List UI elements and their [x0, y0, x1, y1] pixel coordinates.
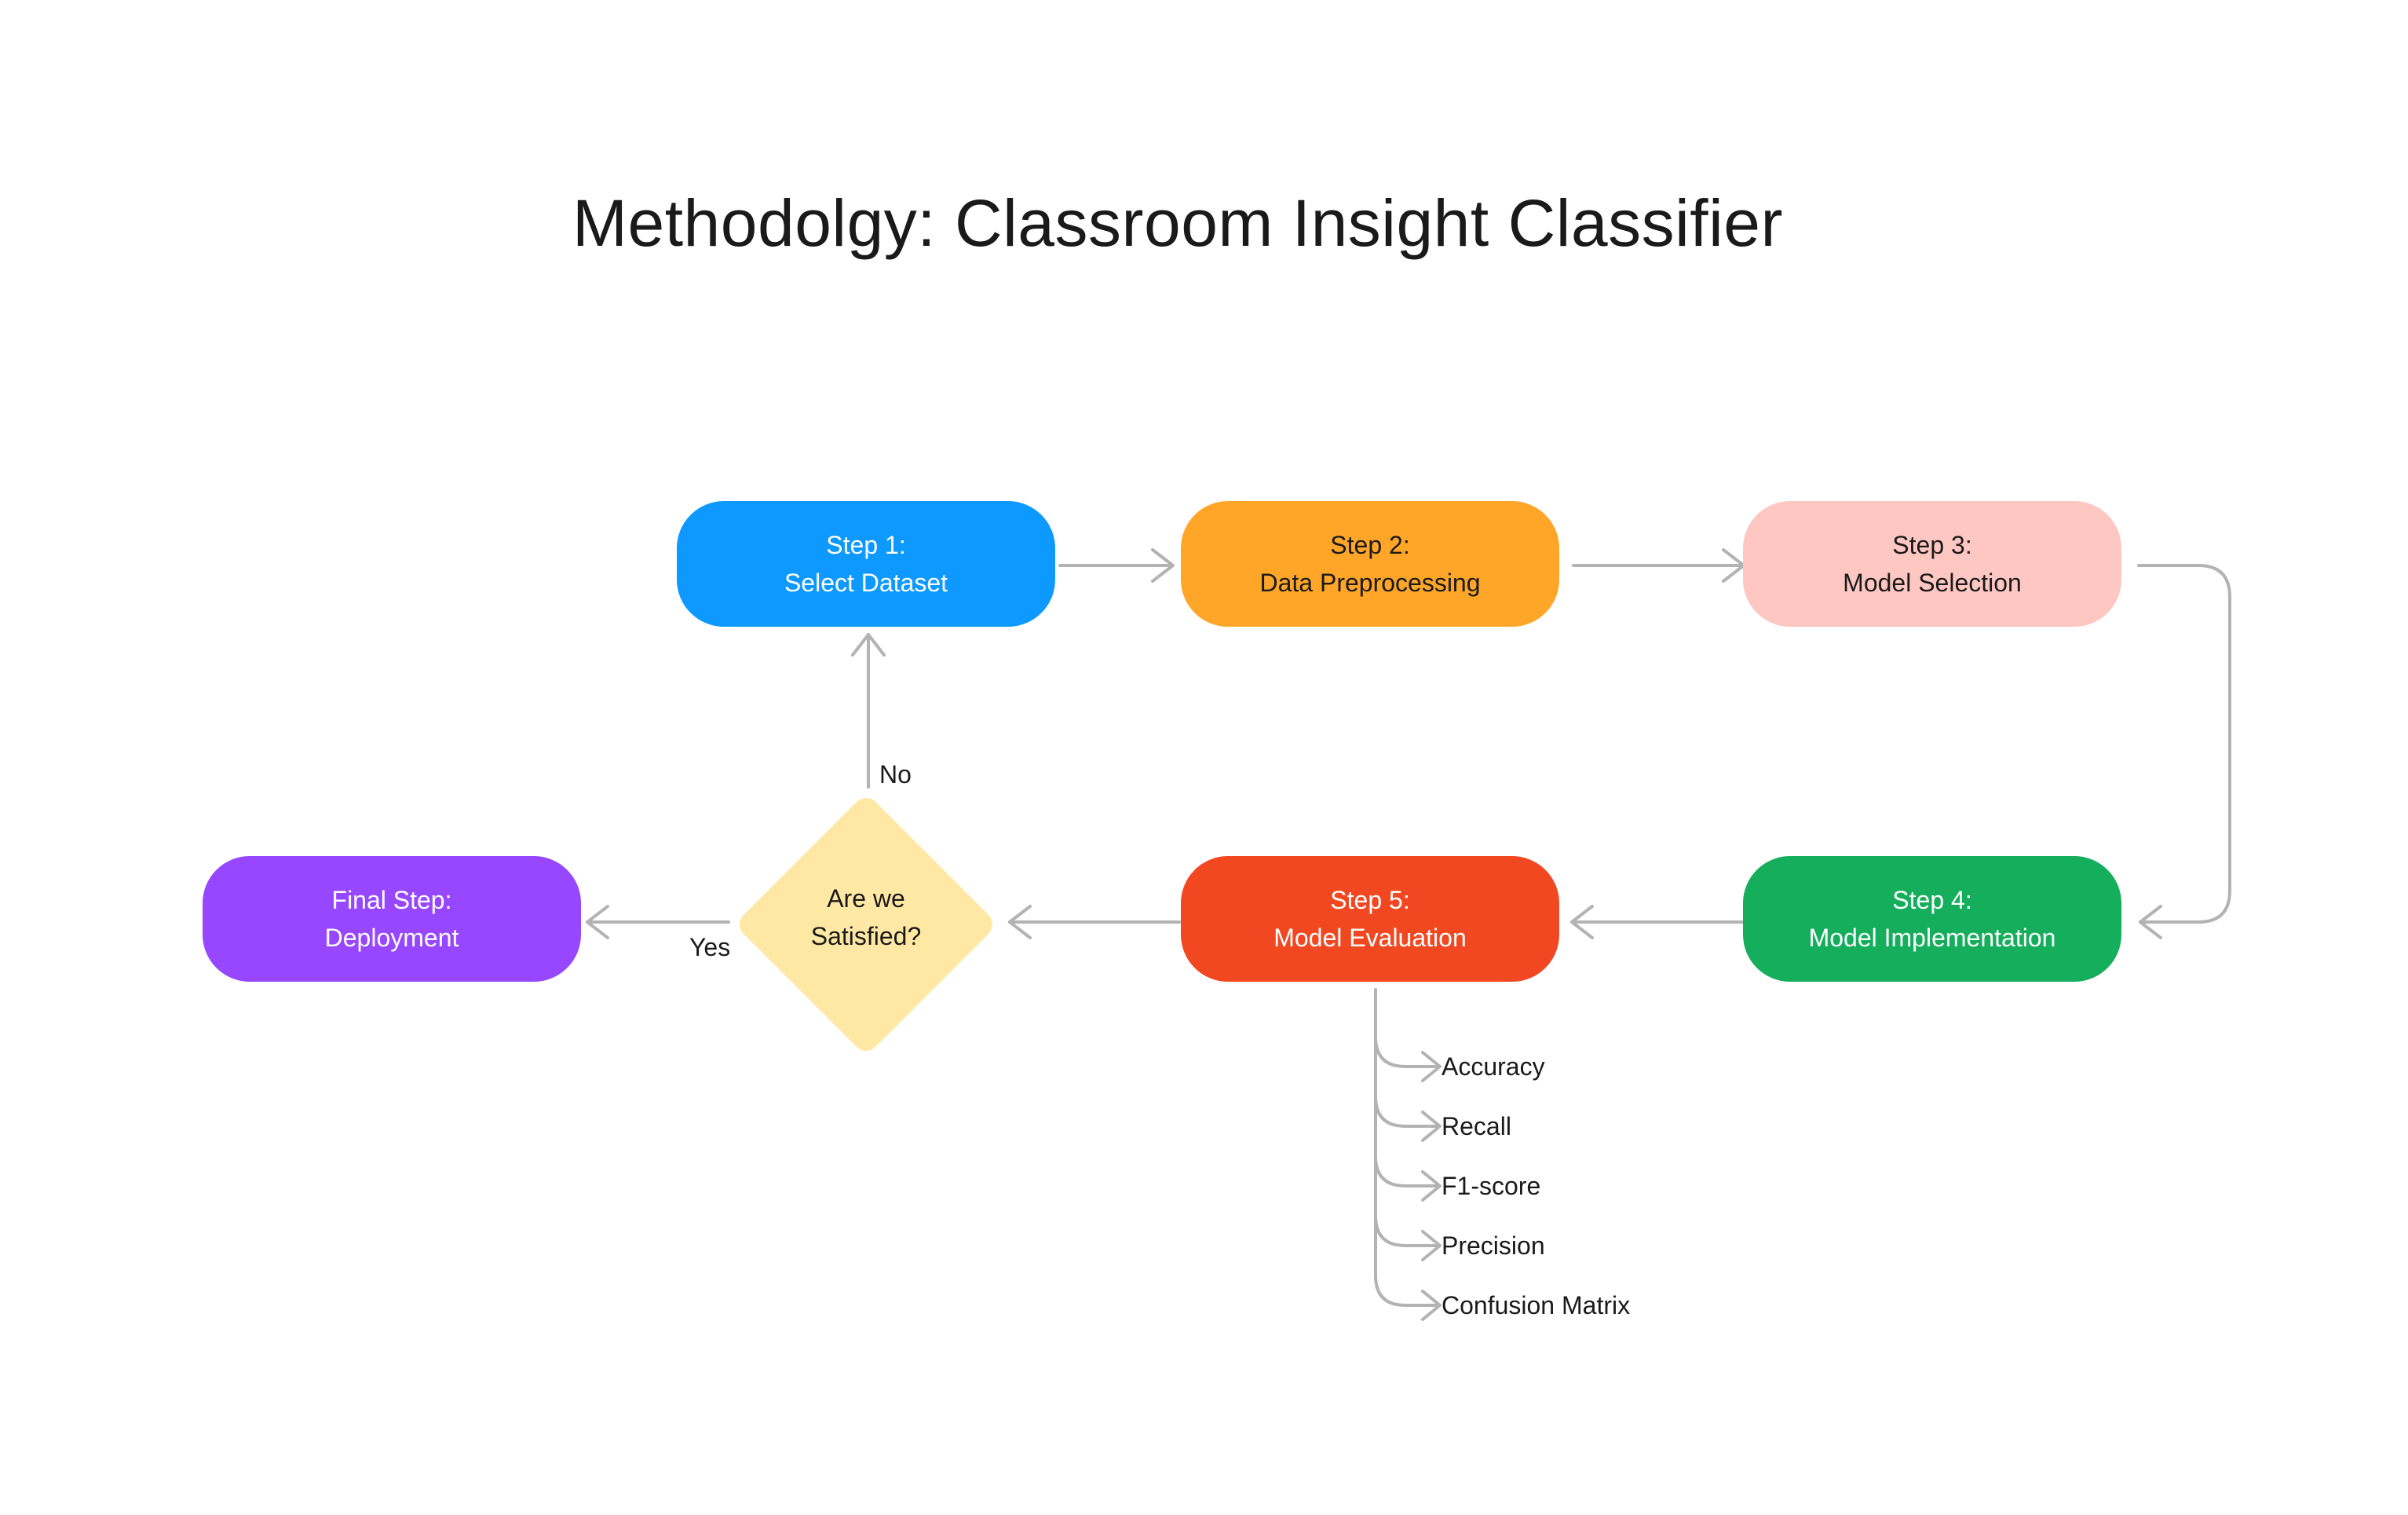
arrowhead-step1	[851, 633, 886, 657]
step5-label: Model Evaluation	[1273, 924, 1467, 952]
step5-title: Step 5:	[1330, 886, 1410, 914]
metric-branch-recall	[1374, 1095, 1440, 1128]
step4-label: Model Implementation	[1808, 924, 2056, 952]
arrowhead-step5	[1570, 905, 1594, 939]
step1-select-dataset[interactable]: Step 1: Select Dataset	[677, 501, 1055, 627]
arrowhead-step2	[1151, 548, 1175, 583]
decision-line2: Satisfied?	[810, 922, 922, 950]
step3-model-selection[interactable]: Step 3: Model Selection	[1743, 501, 2121, 627]
metric-accuracy: Accuracy	[1442, 1052, 1545, 1081]
final-label: Deployment	[324, 924, 459, 952]
step1-label: Select Dataset	[784, 569, 948, 597]
step2-label: Data Preprocessing	[1259, 569, 1481, 597]
decision-label: Are we Satisfied?	[752, 880, 980, 955]
step4-title: Step 4:	[1892, 886, 1972, 914]
diagram-title: Methodolgy: Classroom Insight Classifier	[572, 186, 1783, 260]
step4-model-implementation[interactable]: Step 4: Model Implementation	[1743, 856, 2121, 982]
metric-recall: Recall	[1442, 1112, 1511, 1140]
step3-label: Model Selection	[1843, 569, 2022, 597]
step5-model-evaluation[interactable]: Step 5: Model Evaluation	[1181, 856, 1559, 982]
final-step-deployment[interactable]: Final Step: Deployment	[203, 856, 581, 982]
metric-branch-f1	[1374, 1155, 1440, 1187]
metric-confusion-matrix: Confusion Matrix	[1442, 1291, 1631, 1319]
edge-label-yes: Yes	[689, 933, 731, 961]
final-title: Final Step:	[331, 886, 452, 914]
metric-branch-accuracy	[1374, 1035, 1440, 1068]
edge-label-no: No	[879, 760, 912, 789]
metric-f1-score: F1-score	[1442, 1172, 1541, 1200]
metrics-trunk	[1374, 988, 1440, 1307]
step1-title: Step 1:	[826, 531, 906, 559]
step2-title: Step 2:	[1330, 531, 1410, 559]
decision-diamond[interactable]	[736, 795, 996, 1054]
arrowhead-step4	[2139, 905, 2162, 939]
step2-data-preprocessing[interactable]: Step 2: Data Preprocessing	[1181, 501, 1559, 627]
metric-precision: Precision	[1442, 1231, 1545, 1260]
metric-branch-precision	[1374, 1214, 1440, 1247]
metric-arrowhead-confusion	[1421, 1290, 1442, 1321]
step3-title: Step 3:	[1892, 531, 1972, 559]
arrow-step3-to-step4	[2137, 564, 2231, 924]
decision-line1: Are we	[827, 884, 905, 913]
arrowhead-decision	[1008, 905, 1032, 939]
arrowhead-final	[586, 905, 609, 939]
